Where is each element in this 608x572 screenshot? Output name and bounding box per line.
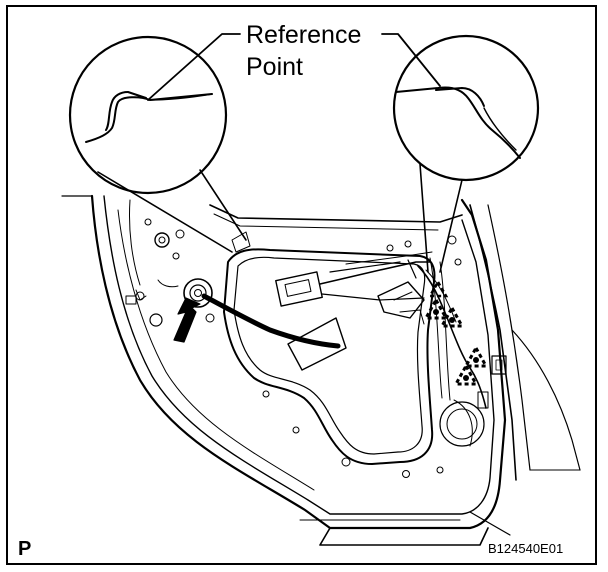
lock-rods-and-cables xyxy=(201,251,487,409)
door-internals xyxy=(125,218,507,478)
figure-code: B124540E01 xyxy=(488,541,563,556)
detail-circle-right xyxy=(392,34,540,182)
clip-marker xyxy=(427,279,449,298)
clip-marker xyxy=(463,344,489,368)
detail-connector xyxy=(97,171,233,253)
detail-connector xyxy=(419,163,429,273)
reference-label-line1: Reference xyxy=(246,21,361,49)
figure-frame xyxy=(6,5,597,565)
reference-label-line2: Point xyxy=(246,53,303,81)
reference-leader-left xyxy=(147,33,241,101)
reference-leader-right xyxy=(381,33,441,87)
clip-marker xyxy=(423,296,449,320)
detail-circle-left xyxy=(68,35,228,195)
location-arrow-icon xyxy=(173,297,201,343)
clip-markers xyxy=(423,279,489,386)
door-panel xyxy=(61,194,581,546)
clip-marker xyxy=(453,362,479,386)
clip-marker xyxy=(439,304,465,328)
detail-connector xyxy=(439,179,463,273)
grommet-hole xyxy=(183,278,213,308)
view-letter: P xyxy=(18,538,31,560)
detail-connector xyxy=(199,169,247,241)
service-hole-outline xyxy=(223,248,436,465)
